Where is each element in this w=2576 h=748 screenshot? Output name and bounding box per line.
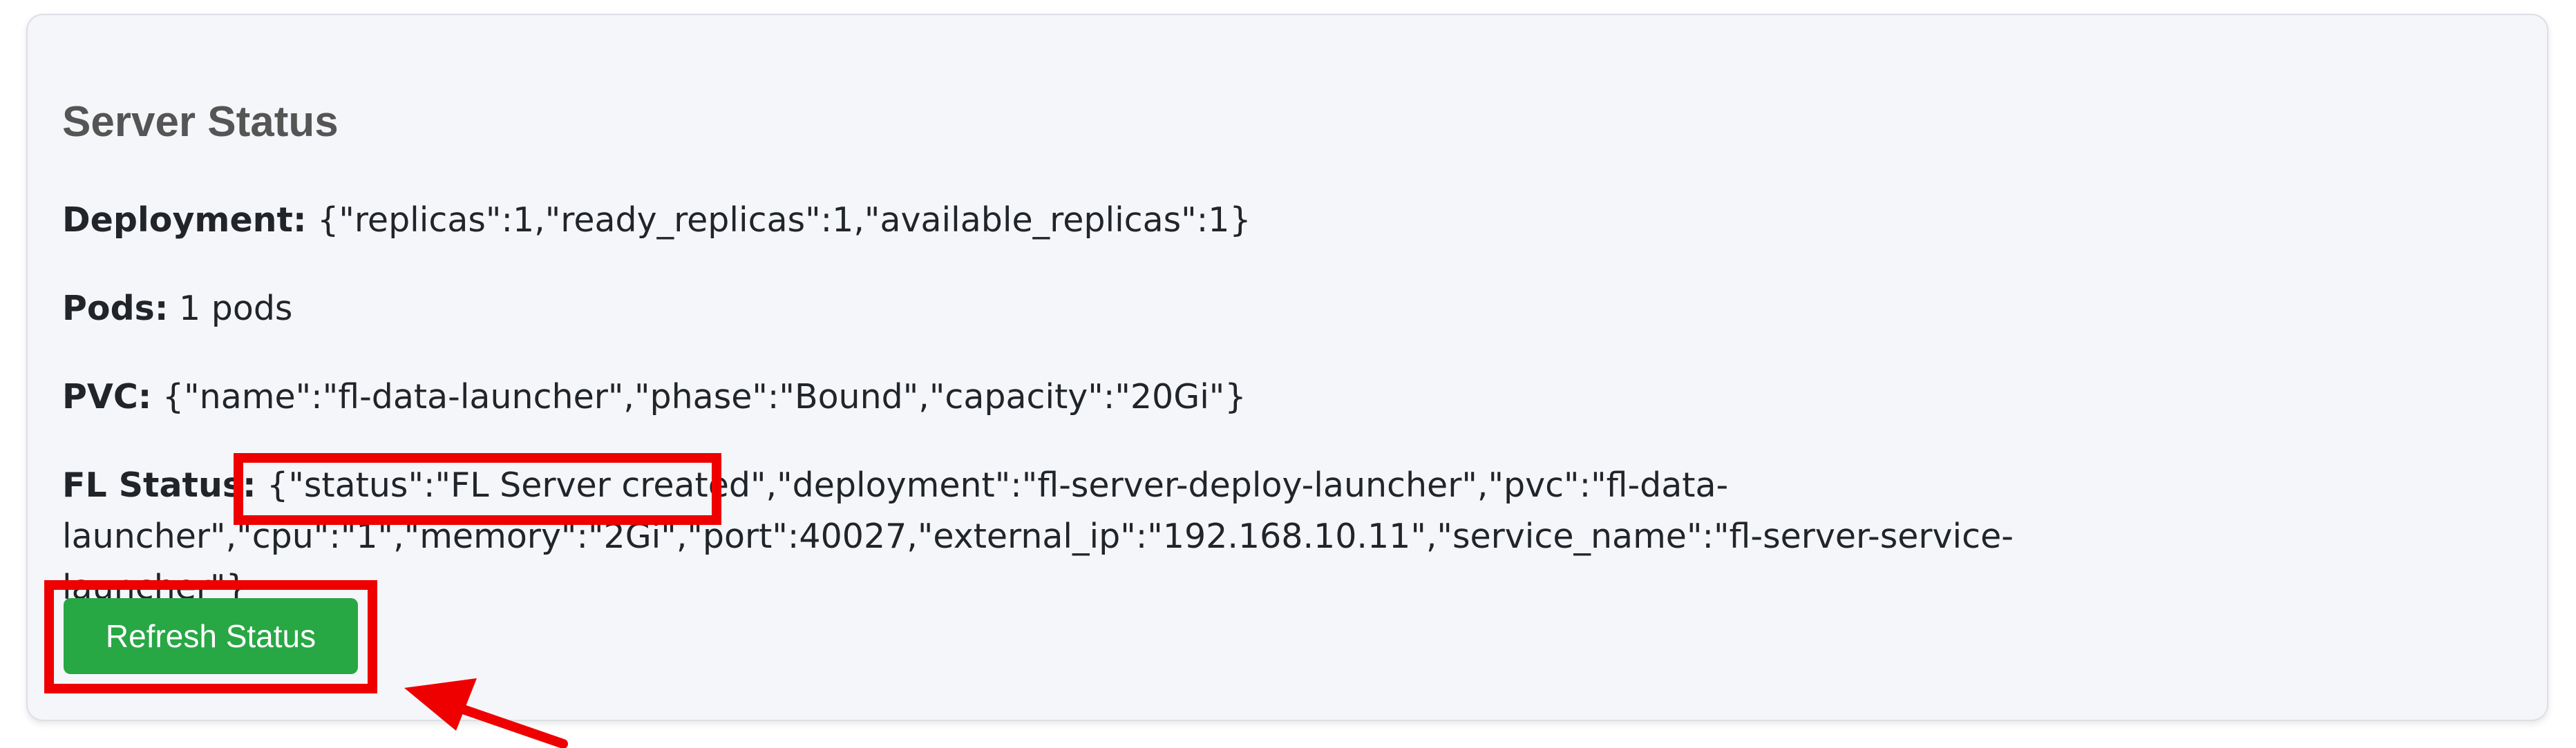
pvc-label: PVC:: [62, 377, 152, 416]
deployment-label: Deployment:: [62, 200, 307, 240]
deployment-row: Deployment: {"replicas":1,"ready_replica…: [62, 195, 1251, 246]
pods-label: Pods:: [62, 289, 169, 328]
pvc-row: PVC: {"name":"fl-data-launcher","phase":…: [62, 372, 1247, 423]
server-status-panel: [26, 14, 2548, 721]
refresh-status-button[interactable]: Refresh Status: [64, 598, 358, 674]
fl-status-row: FL Status: {"status":"FL Server created"…: [62, 460, 2177, 613]
panel-title: Server Status: [62, 98, 339, 146]
fl-status-value: {"status":"FL Server created","deploymen…: [62, 466, 2014, 607]
pods-value: 1 pods: [168, 289, 293, 328]
fl-status-label: FL Status:: [62, 466, 256, 505]
deployment-value: {"replicas":1,"ready_replicas":1,"availa…: [306, 200, 1251, 240]
pvc-value: {"name":"fl-data-launcher","phase":"Boun…: [151, 377, 1247, 416]
pods-row: Pods: 1 pods: [62, 283, 292, 334]
